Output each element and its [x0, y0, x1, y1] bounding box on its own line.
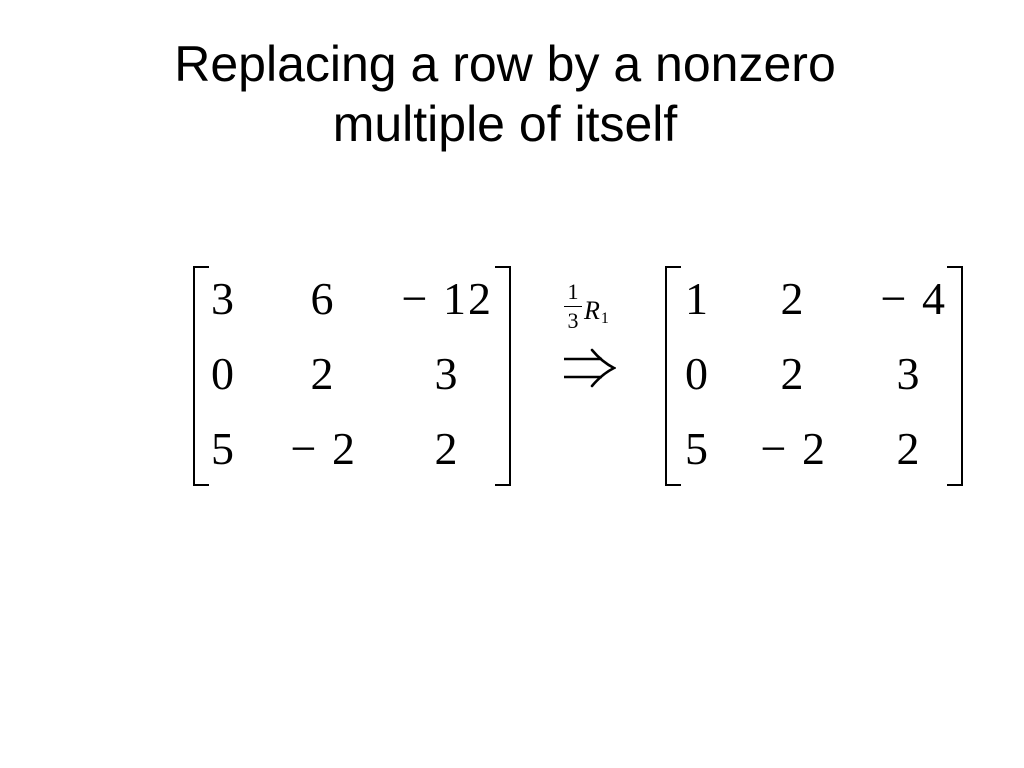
right-bracket [947, 266, 963, 486]
matrix-result-cell-r1c3: − 4 [880, 273, 947, 324]
matrix-result: 1 2 − 4 0 2 3 5 − 2 2 [665, 266, 963, 486]
matrix-result-cell-r2c3: 3 [896, 348, 922, 399]
matrix-original-cell-r3c2: − 2 [290, 423, 357, 474]
matrix-original-cell-r1c2: 6 [310, 273, 336, 324]
matrix-result-cell-r2c1: 0 [685, 348, 710, 399]
matrix-original-cell-r2c1: 0 [211, 348, 236, 399]
fraction-numerator: 1 [567, 279, 579, 304]
matrix-result-cell-r3c3: 2 [896, 423, 922, 474]
matrix-original-cell-r3c3: 2 [434, 423, 460, 474]
matrix-original-cell-r1c3: − 12 [401, 273, 493, 324]
scalar-fraction: 1 3 [564, 280, 582, 333]
matrix-result-cell-r3c1: 5 [685, 423, 710, 474]
matrix-original-cell-r2c3: 3 [434, 348, 460, 399]
row-symbol: R [584, 296, 600, 325]
right-bracket [495, 266, 511, 486]
fraction-denominator: 3 [567, 308, 579, 333]
matrix-result-cell-r3c2: − 2 [760, 423, 827, 474]
implies-arrow-icon [564, 348, 616, 388]
left-bracket [193, 266, 209, 486]
title-line-1: Replacing a row by a nonzero [174, 36, 836, 92]
slide-title: Replacing a row by a nonzero multiple of… [0, 34, 1010, 154]
matrix-original-cell-r2c2: 2 [310, 348, 336, 399]
left-bracket [665, 266, 681, 486]
matrix-original-cell-r3c1: 5 [211, 423, 236, 474]
row-index: 1 [600, 310, 609, 327]
matrix-original-cell-r1c1: 3 [211, 273, 236, 324]
matrix-result-cell-r1c2: 2 [780, 273, 806, 324]
matrix-result-cell-r2c2: 2 [780, 348, 806, 399]
matrix-original: 3 6 − 12 0 2 3 5 − 2 2 [193, 266, 511, 486]
row-label: R1 [584, 297, 609, 333]
row-operation: 1 3 R1 [552, 276, 632, 396]
fraction-bar [564, 306, 582, 307]
matrix-result-cell-r1c1: 1 [685, 273, 710, 324]
title-line-2: multiple of itself [332, 96, 678, 152]
